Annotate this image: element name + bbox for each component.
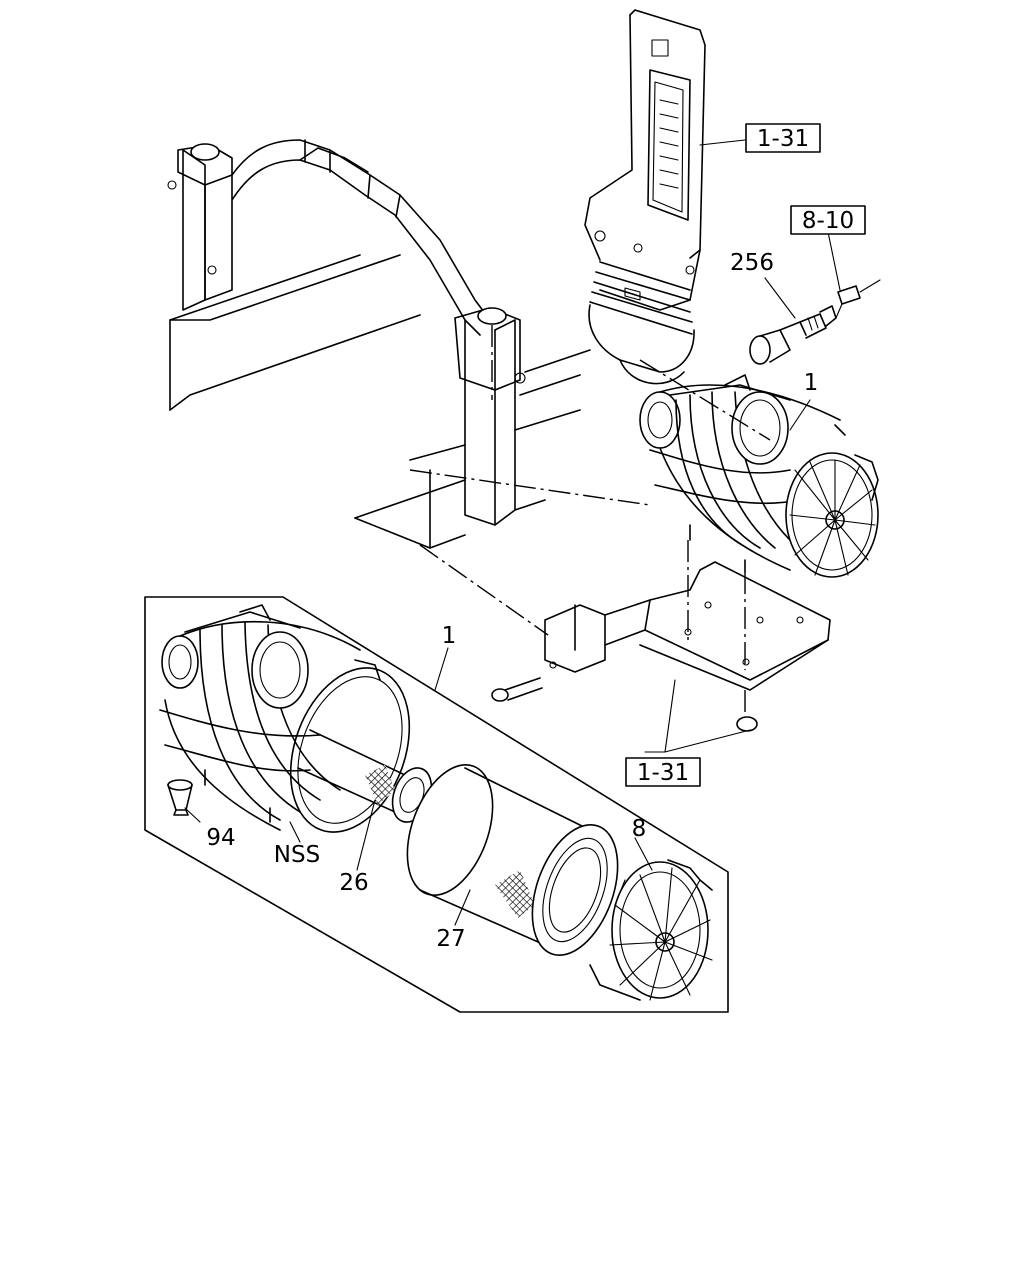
leader-lines	[184, 139, 841, 926]
ref-label-sensor: 8-10	[802, 208, 854, 234]
part-number-27: 27	[436, 926, 465, 952]
ref-box-top[interactable]: 1-31	[745, 123, 821, 153]
ref-label-bracket: 1-31	[637, 760, 689, 786]
air-cleaner-assembled	[639, 374, 879, 670]
drain-valve	[167, 779, 193, 816]
part-number-1-exploded: 1	[442, 623, 457, 649]
exploded-view-frame	[144, 596, 729, 1013]
ref-label-top: 1-31	[757, 126, 809, 152]
frame-rollbar	[167, 139, 591, 549]
part-number-8: 8	[632, 816, 647, 842]
part-number-94: 94	[206, 825, 235, 851]
ref-box-sensor[interactable]: 8-10	[790, 205, 866, 235]
part-number-26: 26	[339, 870, 368, 896]
end-cover	[589, 859, 713, 1001]
part-label-nss: NSS	[274, 842, 320, 868]
part-number-1-assembled: 1	[804, 370, 819, 396]
air-cleaner-body-exploded	[159, 604, 411, 833]
vacuum-indicator	[749, 279, 881, 365]
ref-box-bracket[interactable]: 1-31	[625, 757, 701, 787]
center-lines	[409, 359, 771, 636]
part-number-256: 256	[730, 250, 774, 276]
primary-filter-element	[406, 763, 619, 957]
intake-duct	[584, 9, 706, 385]
mounting-bracket	[491, 561, 831, 732]
